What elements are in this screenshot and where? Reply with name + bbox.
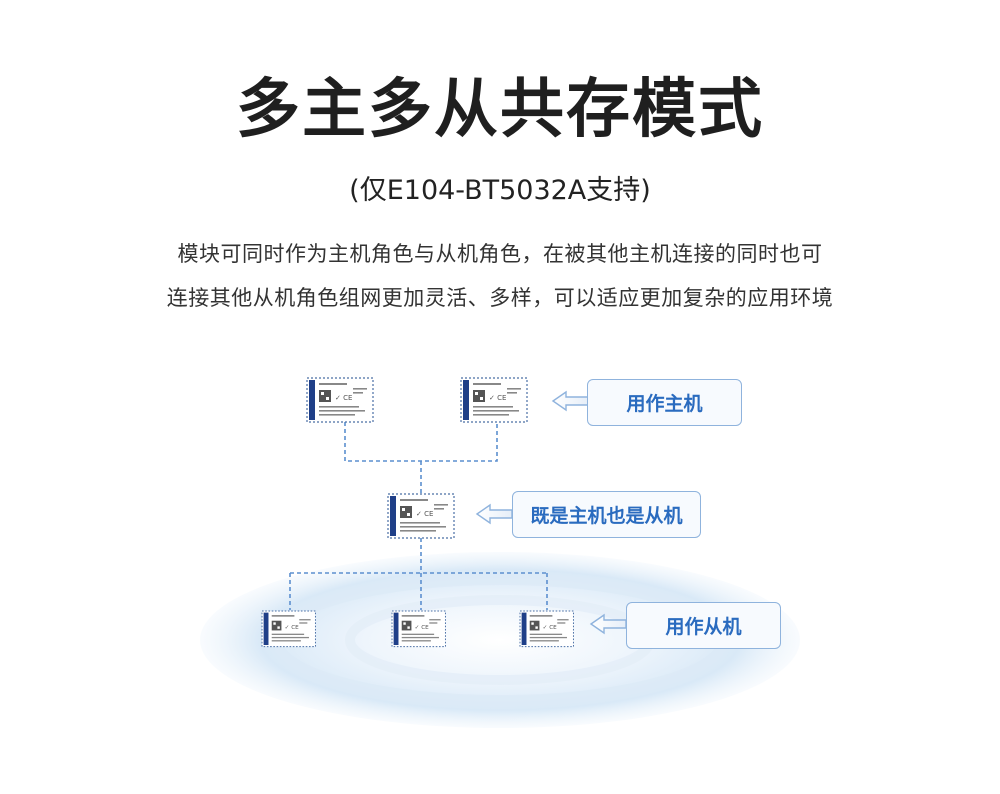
label-slave: 用作从机 xyxy=(626,602,781,649)
description-line-2: 连接其他从机角色组网更加灵活、多样，可以适应更加复杂的应用环境 xyxy=(166,286,834,310)
page-title: 多主多从共存模式 xyxy=(236,73,764,147)
page-subtitle: (仅E104-BT5032A支持) xyxy=(349,175,651,206)
label-both: 既是主机也是从机 xyxy=(512,491,701,538)
module-slave-1 xyxy=(261,610,316,648)
module-master-1 xyxy=(306,377,374,423)
module-slave-2 xyxy=(391,610,446,648)
label-master: 用作主机 xyxy=(587,379,742,426)
arrow-icon-master xyxy=(551,390,589,412)
connector-top xyxy=(344,422,498,493)
connector-bottom xyxy=(289,538,548,610)
description-line-1: 模块可同时作为主机角色与从机角色，在被其他主机连接的同时也可 xyxy=(177,242,823,266)
module-hybrid xyxy=(387,493,455,539)
module-slave-3 xyxy=(519,610,574,648)
arrow-icon-both xyxy=(475,503,513,525)
module-master-2 xyxy=(460,377,528,423)
